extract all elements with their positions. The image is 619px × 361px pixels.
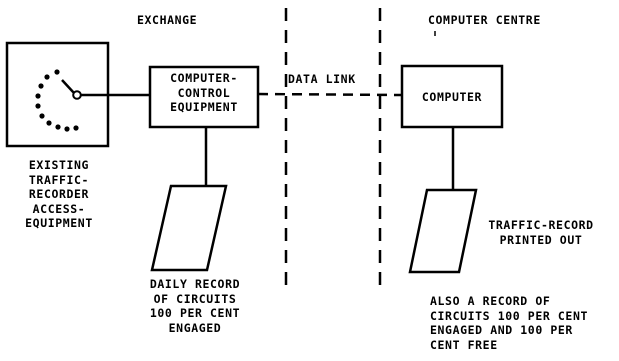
traffic-record-label: TRAFFIC-RECORD PRINTED OUT bbox=[478, 218, 604, 247]
computer-centre-heading: COMPUTER CENTRE bbox=[428, 13, 541, 27]
daily-record-line-1: DAILY RECORD bbox=[149, 277, 241, 291]
traffic-record-line-1: TRAFFIC-RECORD bbox=[488, 218, 594, 232]
daily-record-label: DAILY RECORD OF CIRCUITS 100 PER CENT EN… bbox=[132, 277, 258, 335]
daily-record-line-2: OF CIRCUITS bbox=[153, 291, 237, 306]
selector-dots bbox=[35, 69, 79, 132]
access-line-1: EXISTING bbox=[28, 158, 90, 172]
computer-control-line-1: COMPUTER- bbox=[170, 71, 238, 85]
also-record-label: ALSO A RECORD OF CIRCUITS 100 PER CENT E… bbox=[430, 294, 588, 352]
access-line-5: EQUIPMENT bbox=[25, 216, 93, 230]
computer-label: COMPUTER bbox=[421, 90, 483, 104]
wiper-arm bbox=[61, 79, 75, 94]
printout-paper bbox=[408, 188, 478, 274]
daily-record-paper bbox=[150, 184, 228, 272]
access-equipment-label: EXISTING TRAFFIC- RECORDER ACCESS- EQUIP… bbox=[0, 158, 118, 231]
also-record-line-1: ALSO A RECORD OF bbox=[430, 294, 551, 308]
data-link-label: DATA LINK bbox=[288, 72, 356, 86]
computer-control-label: COMPUTER- CONTROL EQUIPMENT bbox=[150, 71, 258, 115]
access-line-2: TRAFFIC- bbox=[28, 172, 90, 187]
wiper-pivot bbox=[72, 90, 82, 100]
daily-record-line-3: 100 PER CENT bbox=[149, 306, 241, 320]
daily-record-line-4: ENGAGED bbox=[168, 320, 222, 335]
computer-control-box bbox=[148, 65, 260, 129]
computer-control-line-2: CONTROL bbox=[177, 85, 231, 100]
traffic-record-line-2: PRINTED OUT bbox=[499, 232, 583, 247]
access-line-4: ACCESS- bbox=[32, 201, 86, 216]
also-record-line-2: CIRCUITS 100 PER CENT bbox=[430, 308, 588, 323]
also-record-line-4: CENT FREE bbox=[430, 337, 498, 352]
computer-control-line-3: EQUIPMENT bbox=[170, 100, 238, 114]
access-line-3: RECORDER bbox=[28, 187, 90, 201]
exchange-heading: EXCHANGE bbox=[137, 13, 198, 27]
also-record-line-3: ENGAGED AND 100 PER bbox=[430, 323, 573, 337]
data-link-line bbox=[257, 92, 403, 97]
